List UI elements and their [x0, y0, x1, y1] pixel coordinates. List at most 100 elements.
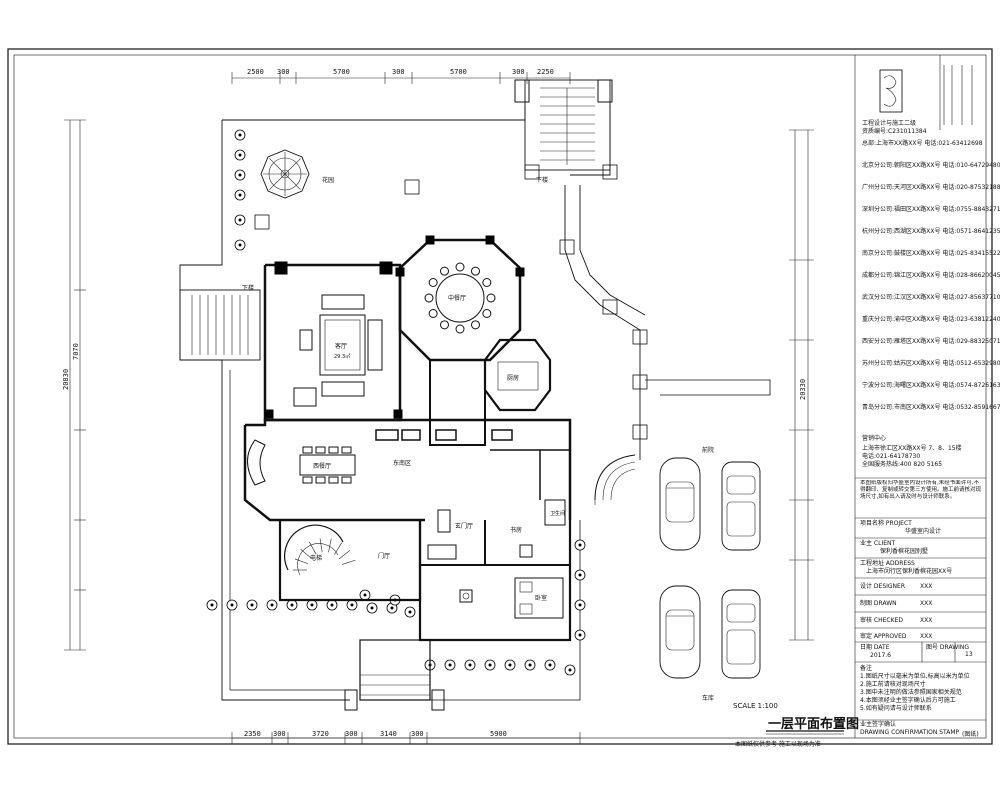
office-list: 总部:上海市XX路XX号 电话:021-63412698北京分公司:朝阳区XX路…	[862, 139, 1000, 411]
designer-label: 设计 DESIGNER	[860, 582, 905, 590]
living-area: 29.3㎡	[334, 353, 350, 360]
elevator-label: 电梯	[310, 554, 322, 562]
top-dimensions: 2500 300 5700 300 5700 300 2250	[231, 68, 571, 84]
round-dining-table: 中餐厅	[424, 262, 496, 334]
remark-line: 4.本图须经业主签字确认后方可施工	[860, 696, 956, 704]
west-dining-table: 西餐厅 东南区	[247, 439, 411, 486]
dim-bottom-3: 3720	[312, 730, 329, 738]
office-line: 杭州分公司:西湖区XX路XX号 电话:0571-86412359	[862, 227, 1000, 235]
office-line: 青岛分公司:市南区XX路XX号 电话:0532-85916673	[862, 403, 1000, 411]
license-no: 资质编号:C231011384	[862, 127, 927, 135]
stamp-label: DRAWING CONFIRMATION STAMP	[860, 729, 960, 736]
project-label: 项目名称 PROJECT	[860, 519, 912, 527]
date-value: 2017.6	[870, 652, 891, 659]
approved-label: 审定 APPROVED	[860, 632, 907, 640]
office-line: 广州分公司:天河区XX路XX号 电话:020-87532188	[862, 183, 1000, 191]
bath-label: 卫生间	[550, 510, 565, 517]
hq-line-3: 全国服务热线:400 820 5165	[862, 460, 942, 468]
stamp-sub: 业主签字确认	[860, 720, 896, 728]
drawing-title: 一层平面布置图	[768, 716, 859, 732]
dim-top-6: 300	[512, 68, 525, 76]
inner-frame	[13, 54, 987, 739]
approved-value: XXX	[920, 633, 932, 640]
date-label: 日期 DATE	[860, 643, 890, 651]
office-line: 武汉分公司:江汉区XX路XX号 电话:027-85637710	[862, 293, 1000, 301]
designer-value: XXX	[920, 583, 932, 590]
address-value: 上海市闵行区保利香槟花园XX号	[866, 567, 952, 575]
bedroom-label: 卧室	[535, 594, 547, 602]
project-value: 华盛室内设计	[905, 527, 941, 535]
dim-top-3: 5700	[333, 68, 350, 76]
bottom-note: 本图纸仅供参考 施工以现场为准	[735, 740, 821, 748]
drawn-label: 制图 DRAWN	[860, 599, 897, 607]
living-room-furniture: 客厅 29.3㎡	[293, 294, 383, 407]
office-line: 深圳分公司:福田区XX路XX号 电话:0755-88432711	[862, 205, 1000, 213]
office-line: 北京分公司:朝阳区XX路XX号 电话:010-64729480	[862, 161, 1000, 169]
hall-label: 门厅	[378, 552, 390, 560]
remark-line: 3.图中未注明的做法参照国家相关规范	[860, 688, 962, 696]
stairs-label-2: 下楼	[242, 284, 254, 292]
checked-value: XXX	[920, 617, 932, 624]
remarks-label: 备注	[860, 664, 872, 672]
west-dining-label: 西餐厅	[313, 462, 331, 470]
east-zone-label: 东南区	[393, 459, 411, 467]
copyright-note: 本图纸版权归华盛室内设计所有,未经书面许可,不得翻印、复制或转交第三方使用。施工…	[860, 480, 982, 500]
office-line: 南京分公司:鼓楼区XX路XX号 电话:025-83415522	[862, 249, 1000, 257]
dim-left-outer: 7070	[72, 343, 80, 360]
living-label: 客厅	[335, 342, 347, 350]
dim-top-5: 5700	[450, 68, 467, 76]
right-dimensions: 20330	[789, 129, 814, 641]
entry-label: 玄门厅	[455, 522, 473, 530]
front-yard-label: 前院	[702, 446, 714, 454]
dim-bottom-2: 300	[273, 730, 286, 738]
client-value: 保利香槟花园别墅	[880, 547, 928, 555]
stairs-top-right: 下楼	[514, 79, 613, 184]
remarks-list: 1.图纸尺寸以毫米为单位,标高以米为单位2.施工前请核对现场尺寸3.图中未注明的…	[860, 672, 970, 712]
gazebo: 花园	[260, 149, 334, 199]
scale-note: SCALE 1:100	[733, 702, 778, 710]
garden-label: 花园	[322, 176, 334, 184]
dim-left-total: 20830	[62, 369, 70, 390]
title-block: 工程设计与施工二级 资质编号:C231011384 总部:上海市XX路XX号 电…	[854, 55, 1000, 738]
client-label: 业主 CLIENT	[860, 539, 895, 547]
site-boundary	[179, 105, 771, 701]
bottom-dimensions: 2350 300 3720 300 3140 300 5900	[231, 730, 581, 744]
license-label: 工程设计与施工二级	[862, 119, 916, 127]
dim-bottom-1: 2350	[244, 730, 261, 738]
dim-top-4: 300	[392, 68, 405, 76]
drawing-no-value: 13	[965, 651, 973, 658]
address-label: 工程地址 ADDRESS	[860, 559, 915, 567]
remark-line: 5.如有疑问请与设计师联系	[860, 704, 932, 712]
kitchen-fixtures: 厨房	[497, 361, 539, 391]
kitchen-label: 厨房	[507, 374, 519, 382]
office-line: 西安分公司:雁塔区XX路XX号 电话:029-88325071	[862, 337, 1000, 345]
dim-bottom-6: 300	[411, 730, 424, 738]
dim-top-2: 300	[277, 68, 290, 76]
building-walls	[243, 235, 572, 711]
parked-cars: 车库	[659, 457, 761, 702]
stairs-label-1: 下楼	[536, 176, 548, 184]
drawing-no-label: 图号 DRAWING	[926, 644, 969, 651]
remark-line: 1.图纸尺寸以毫米为单位,标高以米为单位	[860, 672, 970, 680]
dining-round-label: 中餐厅	[448, 294, 466, 302]
study-label: 书房	[510, 526, 522, 534]
dim-bottom-5: 3140	[380, 730, 397, 738]
office-line: 宁波分公司:海曙区XX路XX号 电话:0574-87261635	[862, 381, 1000, 389]
office-line: 重庆分公司:渝中区XX路XX号 电话:023-63812240	[862, 315, 1000, 323]
bottom-right-note: (图纸)	[962, 730, 979, 738]
left-dimensions: 7070 20830	[62, 119, 86, 651]
drawn-value: XXX	[920, 600, 932, 607]
spiral-stair: 电梯 门厅	[284, 524, 390, 576]
hq-line-1: 上海市徐汇区XX路XX号 7、8、15楼	[862, 444, 962, 452]
checked-label: 审核 CHECKED	[860, 616, 903, 624]
hq-heading: 营销中心	[862, 434, 886, 442]
remark-line: 2.施工前请核对现场尺寸	[860, 680, 926, 688]
stairs-left: 下楼	[179, 284, 261, 361]
lower-rooms: 玄门厅 书房 卫生间 卧室	[427, 499, 566, 619]
drawing-title-block: SCALE 1:100 一层平面布置图	[733, 702, 859, 735]
dim-top-7: 2250	[537, 68, 554, 76]
front-entry-steps: 前院	[594, 446, 714, 505]
hq-line-2: 电话:021-64178730	[862, 452, 920, 460]
office-line: 苏州分公司:姑苏区XX路XX号 电话:0512-65329807	[862, 359, 1000, 367]
